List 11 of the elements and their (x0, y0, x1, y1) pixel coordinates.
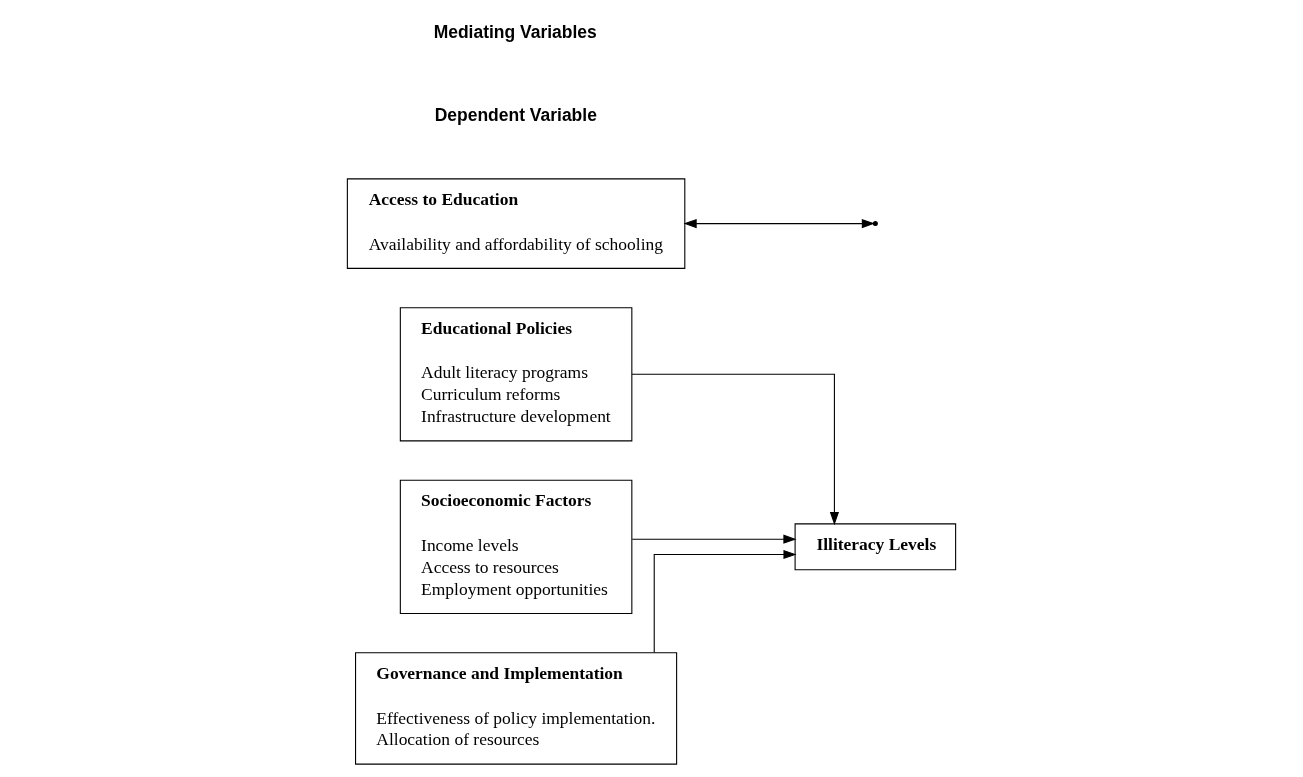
label: Mediating Variables (433, 21, 597, 42)
node-box: Governance and Implementation Effectiveness of policy implementation. Allocation of resources (355, 652, 678, 765)
arrow (631, 534, 797, 544)
node-box: Socioeconomic Factors Income levels Access to resources Employment opportunities (399, 479, 633, 614)
arrow (653, 549, 797, 653)
arrow (631, 373, 839, 526)
arrow (683, 219, 875, 229)
label: Dependent Variable (434, 104, 597, 125)
node-box: Access to Education Availability and affordability of schooling (346, 178, 686, 269)
node-box: Illiteracy Levels (794, 523, 957, 571)
node-box: Educational Policies Adult literacy programs Curriculum reforms Infrastructure development (399, 307, 633, 442)
